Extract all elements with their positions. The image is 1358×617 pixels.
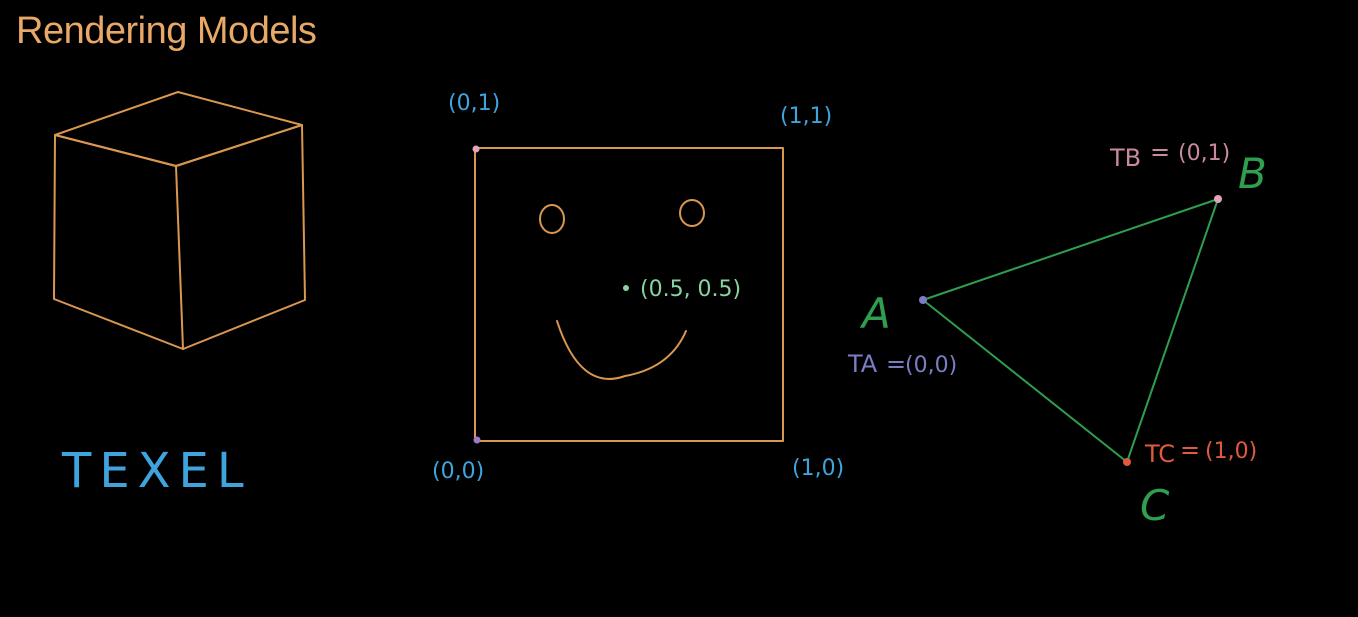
vertex-b-dot: [1214, 195, 1222, 203]
cube-drawing: [53, 91, 306, 350]
triangle-outline: [922, 198, 1219, 463]
texture-square: [472, 145, 784, 444]
vertex-c-letter: C: [1140, 481, 1170, 530]
vertex-c-texcoord-name: TC: [1144, 440, 1175, 468]
vertex-b-texcoord-value: (0,1): [1178, 141, 1230, 166]
smiley-right-eye: [679, 199, 705, 227]
slide-title: Rendering Models: [16, 10, 317, 52]
center-point-label: (0.5, 0.5): [640, 277, 741, 302]
corner-dot-top-left: [472, 145, 480, 153]
smiley-left-eye: [539, 204, 565, 234]
corner-label-top-right: (1,1): [780, 104, 832, 129]
vertex-a-texcoord-name: TA: [847, 350, 878, 378]
smiley-mouth: [556, 320, 687, 380]
corner-label-bottom-right: (1,0): [792, 456, 844, 481]
vertex-c-dot: [1123, 458, 1131, 466]
vertex-b-texcoord-name: TB: [1109, 144, 1141, 172]
triangle-drawing: [919, 195, 1222, 466]
texture-square-outline: [474, 147, 784, 442]
vertex-a-letter: A: [859, 289, 891, 338]
vertex-c-texcoord-value: (1,0): [1205, 439, 1257, 464]
vertex-c-equals: =: [1180, 436, 1200, 464]
corner-label-top-left: (0,1): [448, 91, 500, 116]
vertex-b-letter: B: [1238, 149, 1267, 198]
cube-top-face: [54, 91, 303, 167]
vertex-a-texcoord-value: (0,0): [905, 353, 957, 378]
vertex-a-equals: =: [886, 350, 906, 378]
cube-side-face: [175, 124, 306, 350]
texel-label: TEXEL: [61, 443, 252, 499]
vertex-a-dot: [919, 296, 927, 304]
center-point-dot: [623, 285, 629, 291]
corner-dot-bottom-left: [473, 436, 481, 444]
corner-label-bottom-left: (0,0): [432, 459, 484, 484]
cube-front-face: [53, 134, 184, 350]
vertex-b-equals: =: [1150, 138, 1170, 166]
